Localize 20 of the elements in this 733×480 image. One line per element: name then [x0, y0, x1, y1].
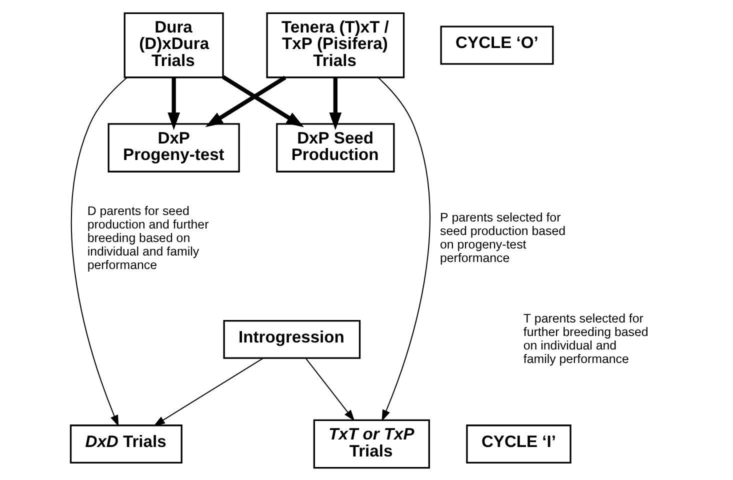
arrow [304, 358, 354, 421]
label: T parents selected for further breeding based on individual and family performance [522, 310, 648, 366]
node-box: Introgression [222, 319, 360, 358]
arrow [222, 74, 304, 127]
arrow [167, 77, 180, 130]
arrow [328, 77, 342, 130]
node-box: DxD Trials [69, 424, 182, 463]
node-box: Dura (D)xDura Trials [123, 12, 224, 78]
arrow [70, 76, 128, 426]
node-box: CYCLE ‘I’ [466, 424, 571, 463]
node-box: Tenera (T)xT / TxP (Pisifera) Trials [266, 12, 404, 78]
arrow [377, 76, 430, 421]
arrow [153, 357, 264, 426]
edge-label: P parents selected for seed production based on progeny-test performance [440, 210, 566, 264]
node-box: CYCLE ‘O’ [440, 25, 554, 64]
node-box: DxP Seed Production [276, 122, 394, 172]
arrow [204, 75, 286, 127]
node-box: DxP Progeny-test [107, 122, 240, 172]
node-box: TxT or TxP Trials [312, 418, 430, 468]
edge-label: D parents for seed production and further breeding based on individual and family performance [86, 204, 208, 272]
